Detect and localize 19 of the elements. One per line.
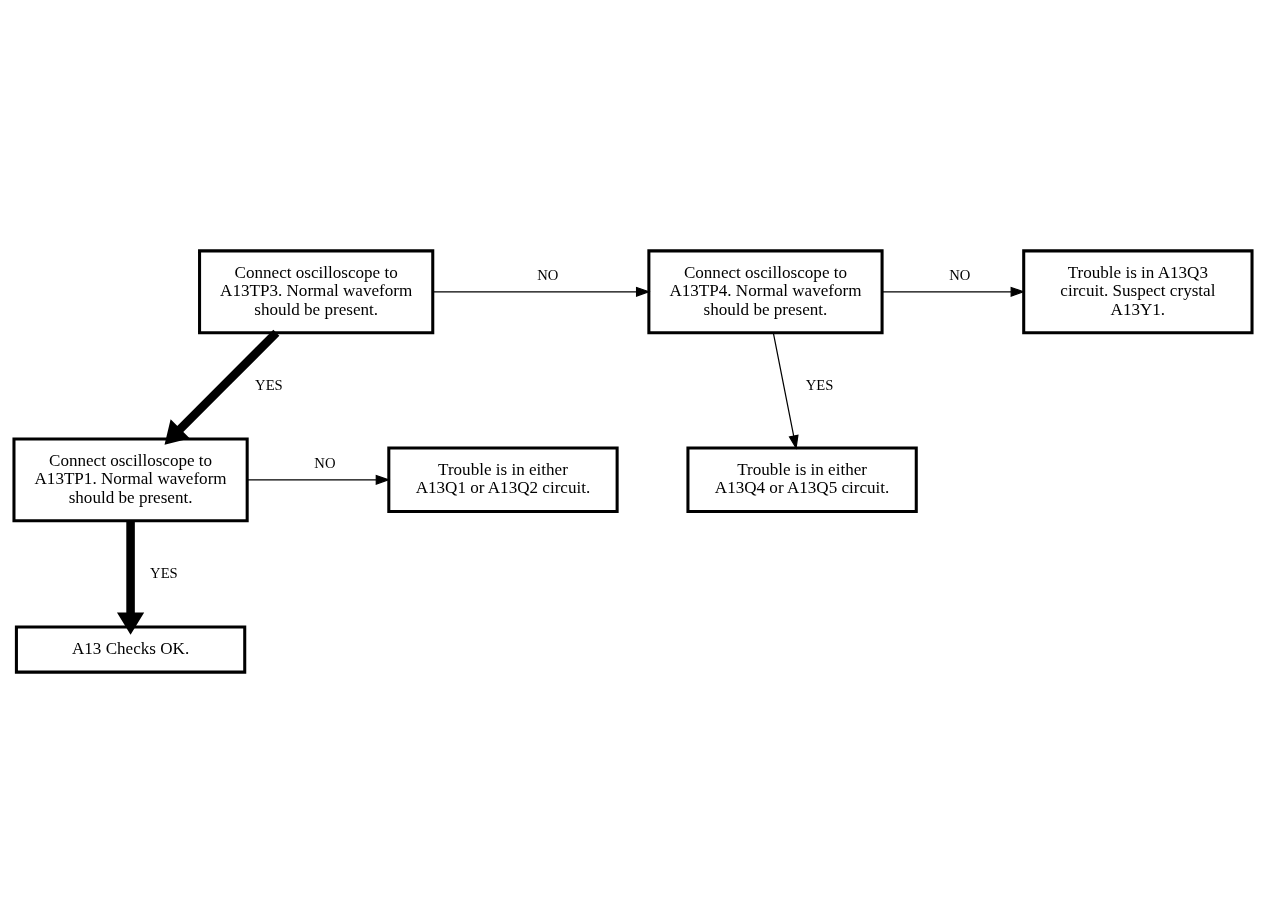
node-box: Trouble is in either A13Q4 or A13Q5 circuit. — [686, 446, 918, 514]
arrow — [881, 286, 1026, 297]
arrow — [432, 286, 651, 297]
node-box: A13 Checks OK. — [14, 625, 247, 674]
edge-label: NO — [949, 266, 971, 283]
edge-label: YES — [255, 377, 283, 394]
node-box: Trouble is in either A13Q1 or A13Q2 circuit. — [387, 446, 619, 514]
arrow — [116, 521, 145, 635]
edge-label: NO — [537, 266, 559, 283]
arrow — [772, 332, 799, 450]
arrow — [246, 474, 391, 485]
arrow — [164, 329, 280, 445]
edge-label: YES — [150, 565, 178, 582]
edge-label: YES — [805, 377, 834, 394]
edge-label: NO — [314, 454, 336, 471]
node-box: Connect oscilloscope to A13TP1. Normal waveform should be present. — [12, 437, 249, 523]
node-box: Connect oscilloscope to A13TP4. Normal waveform should be present. — [647, 249, 884, 335]
node-box: Trouble is in A13Q3 circuit. Suspect crystal A13Y1. — [1022, 249, 1254, 335]
node-box: Connect oscilloscope to A13TP3. Normal waveform should be present. — [198, 249, 435, 335]
